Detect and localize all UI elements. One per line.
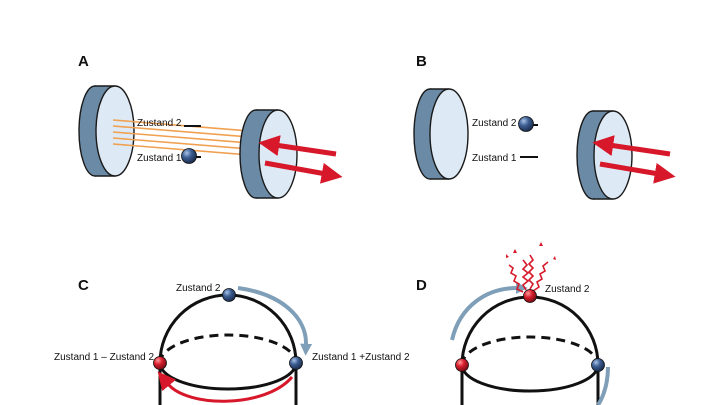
right-mirror-icon: [576, 110, 633, 200]
rotation-arrow-blue-icon: [237, 286, 313, 356]
label-state2: Zustand 2: [472, 118, 517, 129]
panel-a-letter: A: [78, 53, 89, 70]
rotation-arrow-red-icon: [157, 371, 294, 403]
rotation-arrow-blue-lower-icon: [596, 366, 610, 405]
atom-left-icon: [455, 358, 469, 372]
atom-minus-icon: [153, 356, 167, 370]
atom-icon: [181, 148, 197, 164]
atom-state2-icon: [523, 289, 537, 303]
atom-plus-icon: [289, 356, 303, 370]
label-state2: Zustand 2: [137, 118, 182, 129]
atom-state2-icon: [222, 288, 236, 302]
left-mirror-icon: [78, 85, 135, 177]
panel-d-letter: D: [416, 277, 427, 294]
atom-right-icon: [591, 358, 605, 372]
laser-out-arrow-icon: [599, 161, 676, 184]
panel-c-letter: C: [78, 277, 89, 294]
label-state2: Zustand 2: [176, 283, 221, 294]
laser-in-arrow-icon: [592, 135, 671, 157]
panel-d: D Zustand 2: [416, 242, 610, 405]
label-state2: Zustand 2: [545, 284, 590, 295]
atom-icon: [518, 116, 534, 132]
panel-b: B Zustand 2 Zustand 1: [413, 53, 676, 200]
photon-wave-icon: [508, 254, 549, 293]
left-mirror-icon: [413, 88, 469, 180]
right-mirror-icon: [239, 109, 298, 199]
bloch-sphere-icon: [460, 295, 600, 405]
label-state1: Zustand 1: [137, 153, 182, 164]
rotation-arrow-blue-icon: [450, 282, 528, 341]
photon-arrowheads: [506, 242, 556, 260]
laser-out-arrow-icon: [264, 160, 343, 184]
label-state-plus: Zustand 1 +Zustand 2: [312, 352, 410, 363]
panel-a: A Zustand 2 Zustand 1: [78, 53, 343, 199]
label-state-minus: Zustand 1 – Zustand 2: [54, 352, 155, 363]
laser-in-arrow-icon: [258, 135, 337, 157]
panel-c: C Zustand 2 Zustand 1 – Zustand 2 Zustan…: [54, 277, 410, 405]
label-state1: Zustand 1: [472, 153, 517, 164]
panel-b-letter: B: [416, 53, 427, 70]
